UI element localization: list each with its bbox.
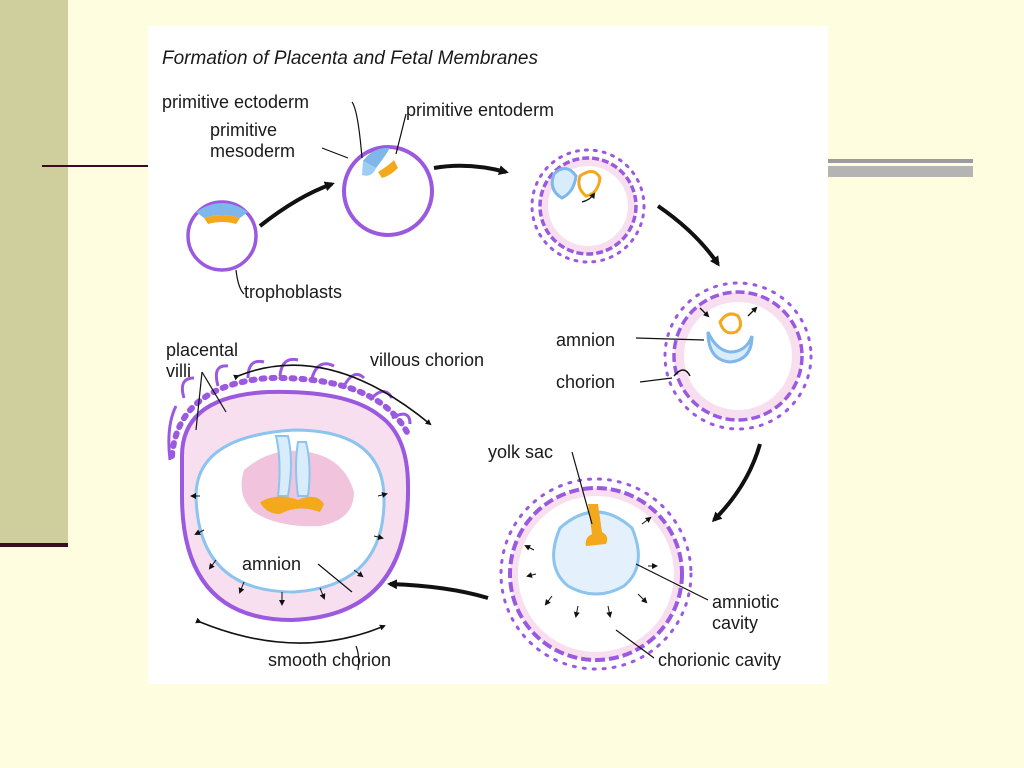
stage-yolk-sac <box>499 477 693 671</box>
stage-placenta <box>167 357 412 623</box>
label-placental-villi-line2: villi <box>166 361 191 381</box>
label-amniotic-cavity-line1: amniotic <box>712 592 779 612</box>
label-smooth-chorion: smooth chorion <box>268 650 391 670</box>
stage-blastocyst-early <box>186 200 258 272</box>
label-chorionic-cavity: chorionic cavity <box>658 650 781 670</box>
placenta-diagram-figure: Formation of Placenta and Fetal Membrane… <box>148 26 828 684</box>
label-amniotic-cavity-line2: cavity <box>712 613 758 633</box>
label-primitive-mesoderm-line2: mesoderm <box>210 141 295 161</box>
label-primitive-ectoderm: primitive ectoderm <box>162 92 309 112</box>
smooth-chorion-bracket <box>195 617 386 644</box>
label-trophoblasts: trophoblasts <box>244 282 342 302</box>
label-placental-villi-line1: placental <box>166 340 238 360</box>
label-amnion-stage4: amnion <box>556 330 615 350</box>
stage-blastocyst-inner-cell-mass <box>342 145 434 237</box>
placenta-diagram: Formation of Placenta and Fetal Membrane… <box>162 48 813 671</box>
diagram-title: Formation of Placenta and Fetal Membrane… <box>162 48 538 69</box>
stage-lacunar <box>530 148 646 264</box>
label-primitive-mesoderm-line1: primitive <box>210 120 277 140</box>
stage-arrows <box>258 163 762 600</box>
slide-side-panel <box>0 0 68 544</box>
stage-amnion-formation <box>663 281 813 431</box>
label-primitive-entoderm: primitive entoderm <box>406 100 554 120</box>
slide-accent-bar-top <box>828 159 973 163</box>
label-chorion: chorion <box>556 372 615 392</box>
slide-accent-bar-bottom <box>828 166 973 177</box>
slide-title-rule <box>42 165 152 167</box>
villous-chorion-bracket <box>233 364 432 426</box>
label-amnion-final: amnion <box>242 554 301 574</box>
label-yolk-sac: yolk sac <box>488 442 553 462</box>
label-villous-chorion: villous chorion <box>370 350 484 370</box>
side-panel-rule <box>0 543 68 547</box>
leader-lines <box>195 101 709 671</box>
